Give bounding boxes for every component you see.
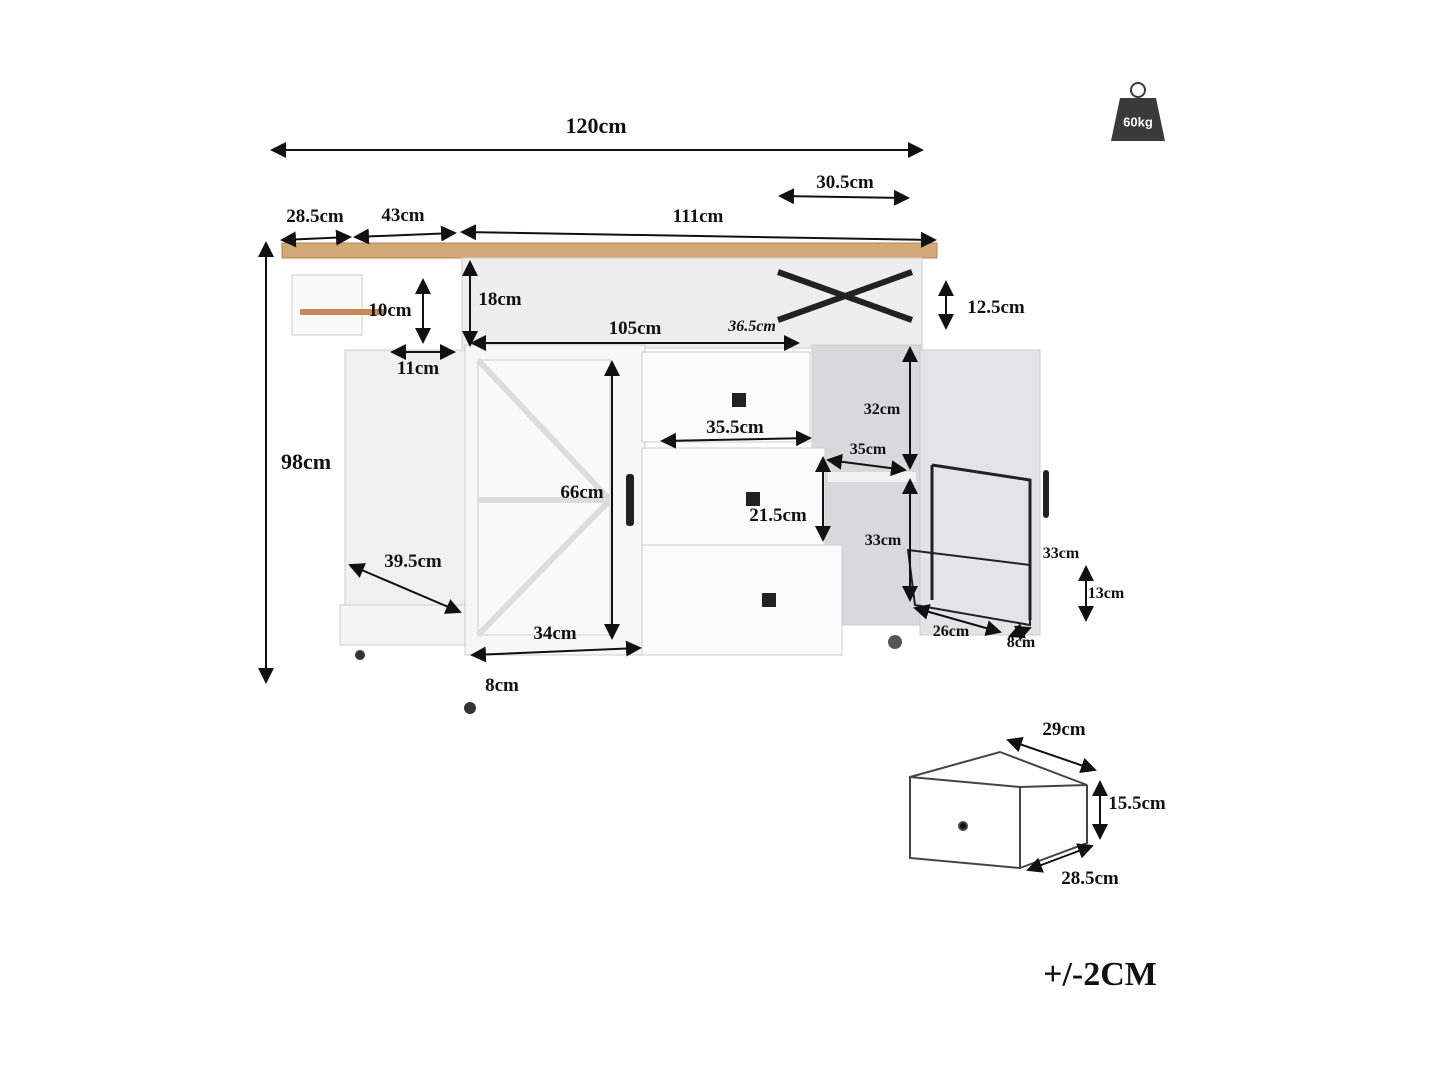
- dim-shelf-width: 105cm: [608, 318, 662, 339]
- dim-drawer-box-width: 28.5cm: [1061, 868, 1119, 889]
- dim-wine-rack-height: 12.5cm: [967, 297, 1025, 318]
- dim-lower-compartment-height: 33cm: [864, 532, 902, 549]
- dimension-lines: [258, 142, 1108, 873]
- dim-basket-depth: 8cm: [1006, 634, 1036, 651]
- dim-drawer-box-height: 15.5cm: [1108, 793, 1166, 814]
- dim-door-width: 34cm: [533, 623, 577, 644]
- dim-total-width: 120cm: [565, 113, 627, 138]
- dim-towel-rack-depth: 11cm: [396, 358, 440, 379]
- drawer-drawing: [909, 750, 1088, 870]
- dim-door-height: 66cm: [560, 482, 604, 503]
- dim-shelf-height: 18cm: [478, 289, 522, 310]
- dim-basket-depth-height: 13cm: [1087, 585, 1125, 602]
- dim-total-height: 98cm: [280, 449, 332, 474]
- dim-upper-compartment-height: 32cm: [863, 401, 901, 418]
- tolerance-note: +/-2CM: [1043, 956, 1157, 993]
- dim-towel-rack-height: 10cm: [368, 300, 412, 321]
- dim-side-rack-width: 28.5cm: [286, 206, 344, 227]
- dim-drawer-width: 35.5cm: [706, 417, 764, 438]
- dim-ground-clearance: 8cm: [485, 675, 519, 696]
- dim-wine-rack-width: 30.5cm: [816, 172, 874, 193]
- dim-drawer-height: 21.5cm: [749, 505, 807, 526]
- dim-inner-shelf-depth: 35cm: [849, 441, 887, 458]
- weight-icon: [1111, 82, 1165, 141]
- dim-shelf-depth: 36.5cm: [728, 318, 776, 335]
- dim-basket-width: 26cm: [932, 623, 970, 640]
- dim-top-width: 111cm: [672, 206, 724, 227]
- dim-side-depth: 43cm: [381, 205, 425, 226]
- weight-label: 60kg: [1123, 114, 1153, 130]
- dim-side-panel-depth: 39.5cm: [384, 551, 442, 572]
- dim-basket-height: 33cm: [1042, 545, 1080, 562]
- dim-drawer-box-depth: 29cm: [1042, 719, 1086, 740]
